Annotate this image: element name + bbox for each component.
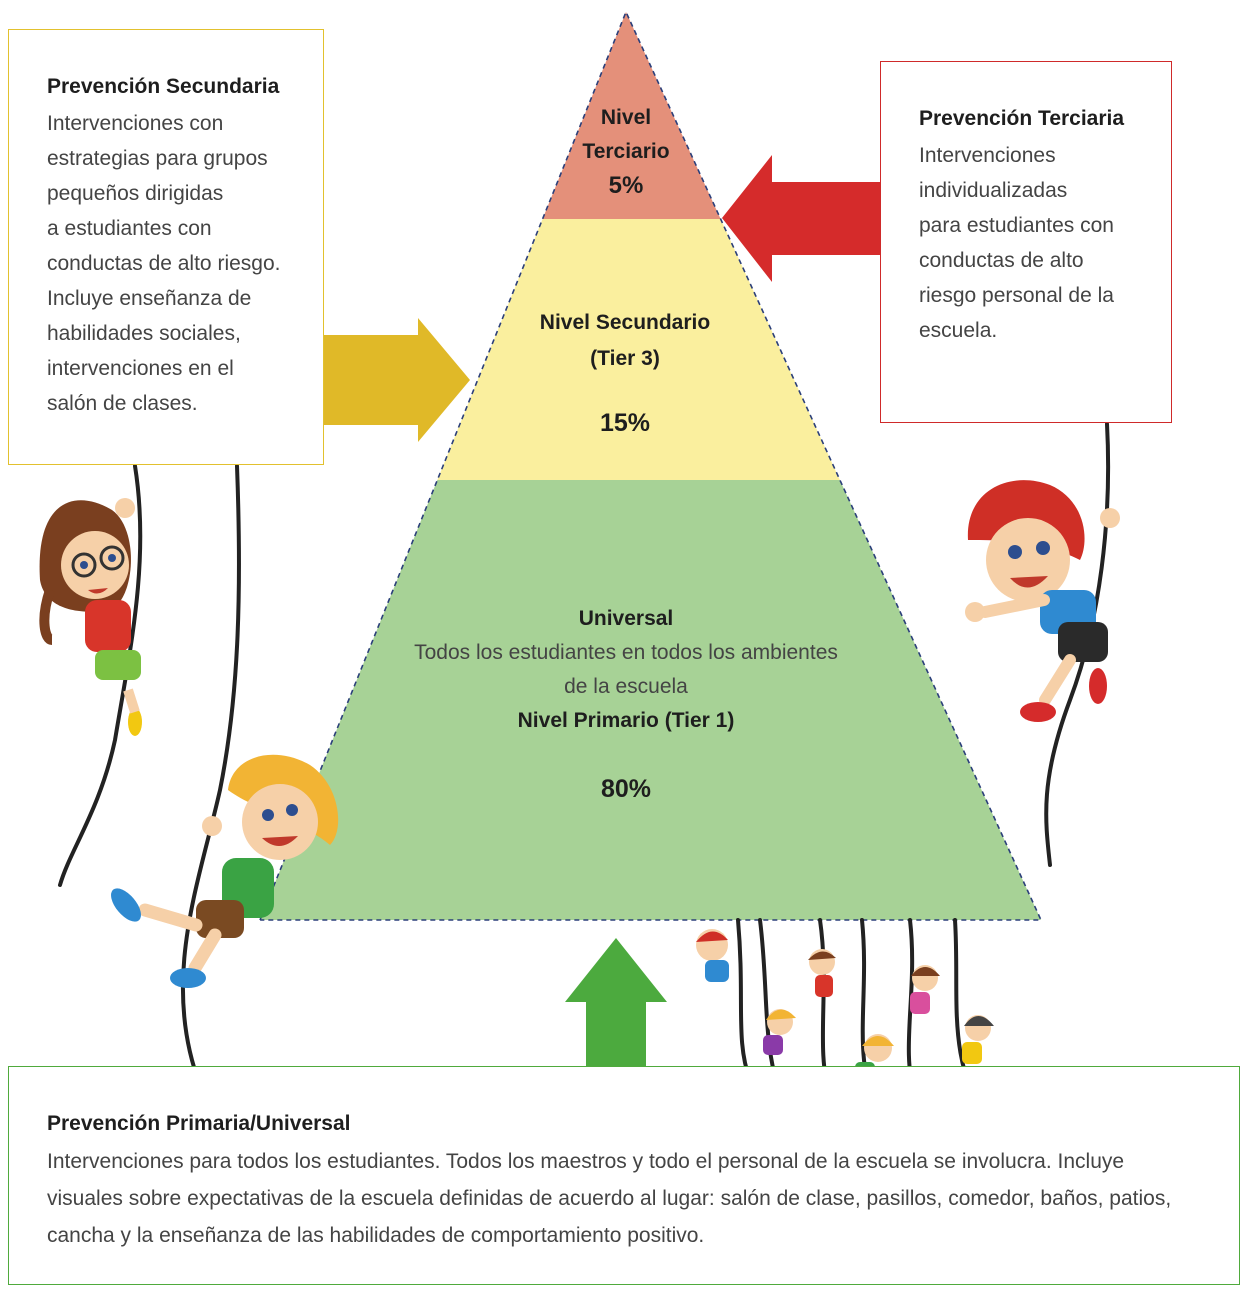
girl-climbing-illustration [39,498,142,736]
tier-primary-desc-line2: de la escuela [564,675,688,698]
rope-left-girl [58,464,143,887]
primary-prevention-line: cancha y la enseñanza de las habilidades… [47,1224,705,1247]
secondary-prevention-line: pequeños dirigidas [47,182,224,205]
tertiary-prevention-box: Prevención Terciaria Intervenciones indi… [880,61,1172,423]
secondary-prevention-box: Prevención Secundaria Intervenciones con… [8,29,324,465]
secondary-prevention-line: salón de clases. [47,392,198,415]
secondary-prevention-line: estrategias para grupos [47,147,268,170]
tertiary-prevention-line: riesgo personal de la [919,284,1114,307]
secondary-prevention-line: Intervenciones con [47,112,224,135]
tertiary-prevention-title: Prevención Terciaria [919,107,1125,130]
tier-primary-title: Universal [578,607,674,630]
tier-secondary-tier: (Tier 3) [590,347,660,370]
tier-tertiary-line2: Terciario [582,140,670,163]
kids-group-illustration [696,929,994,1082]
primary-prevention-body: Intervenciones para todos los estudiante… [47,1143,1219,1254]
tertiary-prevention-line: conductas de alto [919,249,1084,272]
rope-left-boy [180,464,241,1087]
tier-tertiary-percent: 5% [608,172,644,199]
primary-prevention-box: Prevención Primaria/Universal Intervenci… [8,1066,1240,1285]
tertiary-prevention-line: para estudiantes con [919,214,1114,237]
secondary-prevention-line: a estudiantes con [47,217,212,240]
tier-primary-desc-line1: Todos los estudiantes en todos los ambie… [414,641,838,664]
tier-primary-percent: 80% [600,775,652,803]
tertiary-prevention-line: escuela. [919,319,998,342]
boy-yellow-hat-illustration [111,754,339,988]
secondary-prevention-line: conductas de alto riesgo. [47,252,281,275]
tier-secondary-title: Nivel Secundario [539,311,711,334]
secondary-prevention-line: habilidades sociales, [47,322,241,345]
primary-prevention-title: Prevención Primaria/Universal [47,1112,351,1135]
primary-prevention-line: visuales sobre expectativas de la escuel… [47,1187,1172,1210]
secondary-prevention-body: Intervenciones con estrategias para grup… [47,106,309,421]
tertiary-prevention-line: individualizadas [919,179,1068,202]
tier-secondary-percent: 15% [599,409,651,437]
boy-red-hair-illustration [965,480,1120,722]
pyramid-dashed-outline [259,9,1043,921]
primary-prevention-line: Intervenciones para todos los estudiante… [47,1150,1125,1173]
tier-primary-level: Nivel Primario (Tier 1) [517,709,735,732]
secondary-prevention-line: Incluye enseñanza de [47,287,252,310]
secondary-arrow [324,318,470,442]
secondary-prevention-title: Prevención Secundaria [47,75,280,98]
secondary-prevention-line: intervenciones en el [47,357,234,380]
tier-secondary-label: Nivel Secundario (Tier 3) 15% [475,306,775,440]
tier-primary-label: Universal Todos los estudiantes en todos… [326,602,926,806]
tertiary-prevention-line: Intervenciones [919,144,1056,167]
rope-right [1044,422,1111,867]
tier-tertiary-line1: Nivel [600,106,652,129]
tertiary-arrow [722,155,881,282]
tertiary-prevention-body: Intervenciones individualizadas para est… [919,138,1161,348]
primary-arrow [565,938,667,1066]
tier-tertiary-label: Nivel Terciario 5% [526,101,726,203]
